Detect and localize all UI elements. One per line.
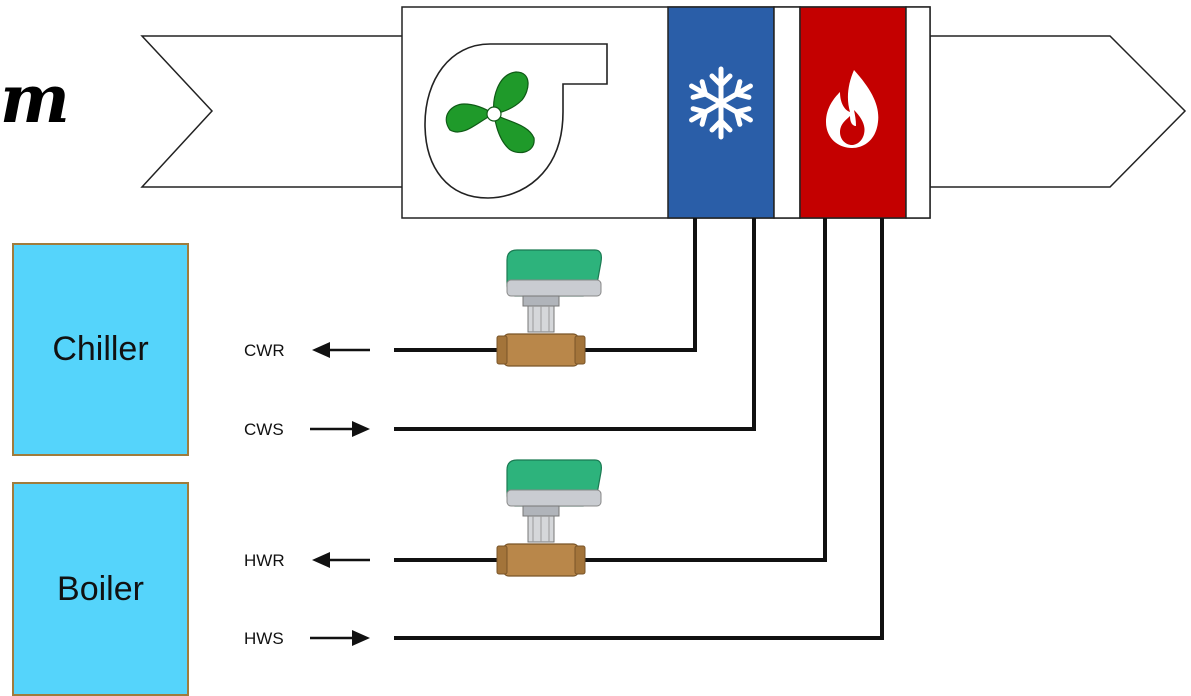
coil-spacer xyxy=(773,6,801,219)
hws-pipe xyxy=(394,218,884,640)
boiler-label: Boiler xyxy=(57,569,144,608)
chiller-label: Chiller xyxy=(52,330,149,368)
fan-icon xyxy=(445,71,535,154)
snowflake-icon xyxy=(689,66,753,140)
heating-valve xyxy=(496,459,602,577)
cwr-label: CWR xyxy=(244,341,285,360)
title-fragment: m xyxy=(0,60,70,138)
hwr-label: HWR xyxy=(244,551,285,570)
boiler-box: Boiler xyxy=(12,482,189,696)
cooling-valve xyxy=(496,249,602,367)
valve-body xyxy=(502,543,580,577)
flame-icon xyxy=(826,70,879,148)
cws-pipe xyxy=(394,218,756,431)
flow-arrows xyxy=(310,342,370,646)
hwr-pipe xyxy=(394,218,827,562)
outlet-panel xyxy=(905,6,931,219)
chiller-box: Chiller xyxy=(12,243,189,456)
outlet-air-arrow xyxy=(929,35,1187,188)
cwr-pipe xyxy=(394,218,697,352)
inlet-air-arrow xyxy=(140,35,404,188)
valve-body xyxy=(502,333,580,367)
piping xyxy=(394,218,884,640)
hws-label: HWS xyxy=(244,629,284,648)
fan-housing xyxy=(424,43,608,199)
cws-label: CWS xyxy=(244,420,284,439)
